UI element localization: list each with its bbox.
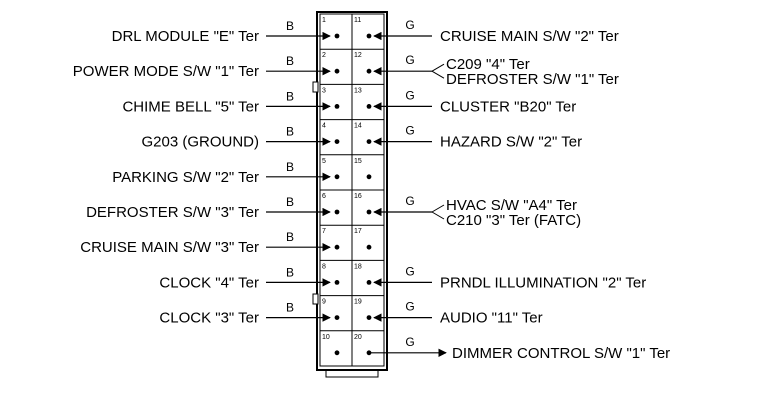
circuit-label: CLOCK "4" Ter	[159, 274, 259, 291]
pin-number: 6	[322, 193, 326, 200]
circuit-label: PARKING S/W "2" Ter	[112, 169, 259, 186]
pin-number: 18	[354, 263, 362, 270]
pin-number: 4	[322, 123, 326, 130]
pin-terminal	[366, 104, 372, 109]
pin-terminal	[366, 280, 372, 285]
pin-terminal	[366, 315, 372, 320]
wire-color-code: G	[405, 18, 414, 32]
pin-terminal	[334, 315, 340, 320]
wire-color-code: G	[405, 124, 414, 138]
pin-number: 20	[354, 334, 362, 341]
pin-terminal	[334, 33, 340, 39]
pin-number: 19	[354, 299, 362, 306]
wire-color-code: G	[405, 264, 414, 278]
pin-number: 17	[354, 228, 362, 235]
circuit-label: CLOCK "3" Ter	[159, 310, 259, 327]
wire-color-code: B	[286, 125, 294, 139]
circuit-label: CRUISE MAIN S/W "3" Ter	[80, 239, 259, 256]
wire-color-code: B	[286, 19, 294, 33]
circuit-label: AUDIO "11" Ter	[440, 310, 543, 327]
pin-terminal	[334, 280, 340, 285]
splice-leader	[431, 63, 445, 72]
pin-terminal	[334, 209, 340, 215]
pin-number: 5	[322, 158, 326, 165]
circuit-label: HAZARD S/W "2" Ter	[440, 134, 582, 151]
circuit-label: CLUSTER "B20" Ter	[440, 98, 576, 115]
pin-terminal	[366, 174, 372, 180]
circuit-label: C210 "3" Ter (FATC)	[446, 212, 581, 229]
pin-terminal	[334, 350, 340, 356]
circuit-label: DEFROSTER S/W "3" Ter	[86, 204, 259, 221]
wire-color-code: G	[405, 300, 414, 314]
pin-terminal	[366, 244, 372, 250]
pin-number: 15	[354, 158, 362, 165]
pin-terminal	[334, 244, 340, 250]
pin-number: 12	[354, 52, 362, 59]
wire-color-code: B	[286, 195, 294, 209]
circuit-label: DEFROSTER S/W "1" Ter	[446, 71, 619, 88]
wire-color-code: G	[405, 194, 414, 208]
pin-terminal	[366, 68, 372, 74]
wire-color-code: B	[286, 89, 294, 103]
circuit-label: DIMMER CONTROL S/W "1" Ter	[452, 345, 670, 362]
pin-number: 8	[322, 263, 326, 270]
circuit-label: C209 "4" Ter	[446, 56, 530, 73]
wire-color-code: B	[286, 230, 294, 244]
circuit-label: CRUISE MAIN S/W "2" Ter	[440, 28, 619, 45]
pin-number: 14	[354, 123, 362, 130]
pin-terminal	[334, 174, 340, 180]
splice-leader	[431, 70, 445, 79]
wire-color-code: B	[286, 301, 294, 315]
pin-number: 9	[322, 299, 326, 306]
pin-terminal	[366, 139, 372, 145]
pin-number: 1	[322, 17, 326, 24]
pin-terminal	[334, 139, 340, 145]
wire-color-code: G	[405, 335, 414, 349]
wire-color-code: G	[405, 53, 414, 67]
pin-number: 3	[322, 87, 326, 94]
wire-color-code: B	[286, 160, 294, 174]
pin-number: 16	[354, 193, 362, 200]
pin-number: 2	[322, 52, 326, 59]
circuit-label: DRL MODULE "E" Ter	[112, 28, 259, 45]
splice-leader	[431, 204, 445, 213]
circuit-label: HVAC S/W "A4" Ter	[446, 197, 577, 214]
pin-terminal	[334, 104, 340, 109]
circuit-label: G203 (GROUND)	[141, 134, 259, 151]
pin-number: 11	[354, 17, 361, 24]
circuit-label: PRNDL ILLUMINATION "2" Ter	[440, 274, 646, 291]
wire-color-code: B	[286, 54, 294, 68]
circuit-label: POWER MODE S/W "1" Ter	[73, 63, 259, 80]
pin-number: 7	[322, 228, 326, 235]
circuit-label: CHIME BELL "5" Ter	[122, 98, 259, 115]
pin-number: 13	[354, 87, 362, 94]
splice-leader	[431, 211, 445, 220]
pin-terminal	[334, 68, 340, 74]
pin-terminal	[366, 33, 372, 39]
wire-color-code: G	[405, 88, 414, 102]
pin-number: 10	[322, 334, 330, 341]
wire-color-code: B	[286, 265, 294, 279]
pin-terminal	[366, 209, 372, 215]
